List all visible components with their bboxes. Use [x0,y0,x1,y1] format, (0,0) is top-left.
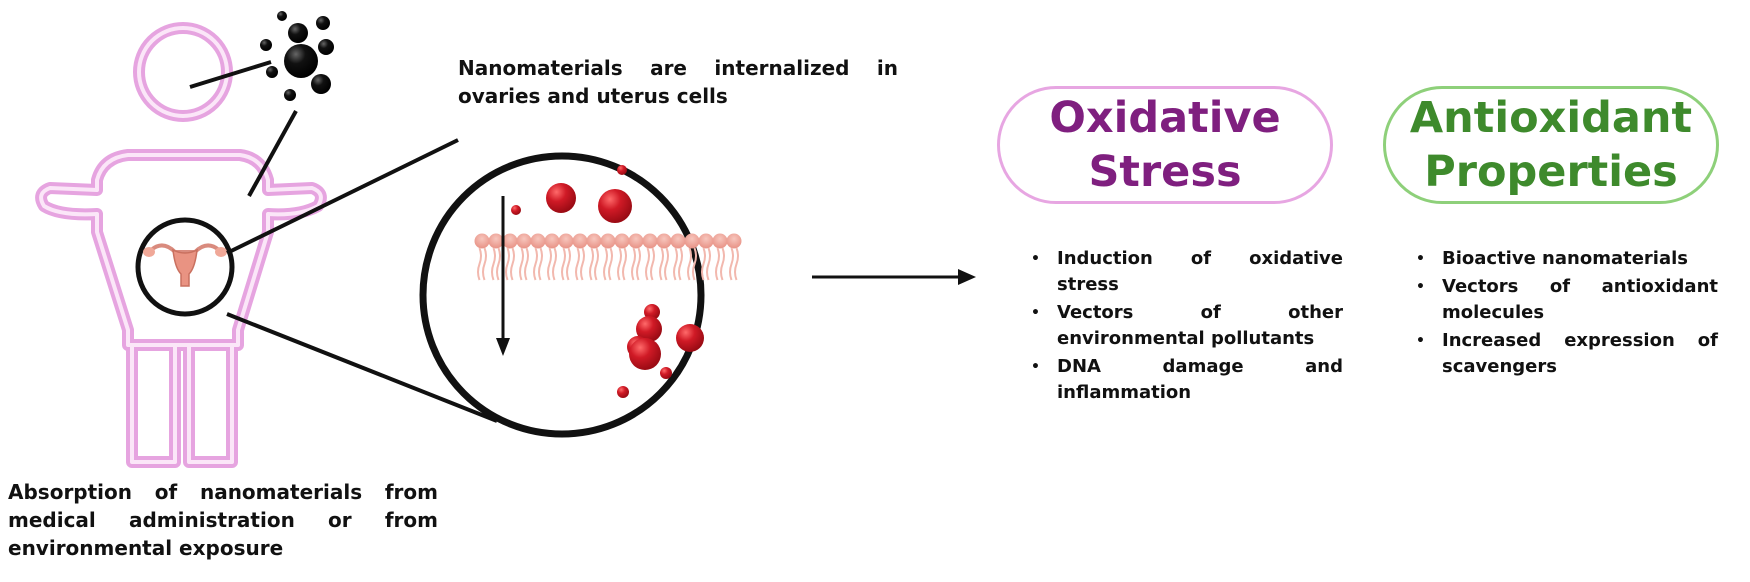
lipid-tail [580,247,585,281]
lipid-tail [706,247,711,281]
lipid-head [474,233,490,249]
lipid-head [614,233,630,249]
lipid-head [642,233,658,249]
lipid-tail [496,247,501,281]
lipid-head [628,233,644,249]
oxidative-stress-list: •Induction of oxidative stress •Vectors … [1015,246,1343,408]
right-arrow-icon [812,269,976,285]
antioxidant-properties-list: •Bioactive nanomaterials •Vectors of ant… [1400,246,1718,382]
absorption-caption: Absorption of nanomaterials from medical… [8,480,438,560]
list-item: •Increased expression of scavengers [1416,330,1718,377]
lipid-tail [659,247,664,281]
lipid-tail [617,247,622,281]
lipid-tail [701,247,706,281]
antioxidant-properties-title: Antioxidant Properties [1383,86,1719,204]
lipid-head [558,233,574,249]
lipid-tail [510,247,515,281]
bullet-icon: • [1416,279,1425,295]
lipid-head [670,233,686,249]
lipid-tail [715,247,720,281]
lipid-tail [603,247,608,281]
lipid-head [684,233,700,249]
bullet-icon: • [1416,333,1425,349]
woman-figure-icon [35,22,327,468]
lipid-tail [734,247,739,281]
lipid-tail [622,247,627,281]
list-item: •DNA damage and inflammation [1031,356,1343,403]
lipid-tail [589,247,594,281]
lipid-tail [482,247,487,281]
lipid-tail [566,247,571,281]
lipid-tail [505,247,510,281]
nanoparticle-cluster-icon [260,11,334,101]
lipid-tail [664,247,669,281]
lipid-tail [673,247,678,281]
lipid-head [712,233,728,249]
lipid-tail [519,247,524,281]
lipid-head [488,233,504,249]
lipid-tail [692,247,697,281]
bullet-icon: • [1031,251,1040,267]
lipid-tail [594,247,599,281]
lipid-tail [645,247,650,281]
cell-membrane-icon [474,233,742,281]
bullet-icon: • [1416,251,1425,267]
lipid-tail [552,247,557,281]
lipid-tail [631,247,636,281]
lipid-tail [547,247,552,281]
lipid-tail [491,247,496,281]
lipid-tail [561,247,566,281]
internalization-caption: Nanomaterials are internalized in ovarie… [458,56,898,108]
lipid-head [502,233,518,249]
lipid-tail [720,247,725,281]
bullet-icon: • [1031,305,1040,321]
lipid-tail [575,247,580,281]
lipid-head [586,233,602,249]
lipid-tail [608,247,613,281]
down-arrow-icon [496,196,510,356]
nanoparticle-droplets [511,165,704,398]
lipid-tail [538,247,543,281]
zoom-circle [419,152,705,438]
lipid-head [600,233,616,249]
lipid-head [572,233,588,249]
lipid-tail [650,247,655,281]
list-item: •Vectors of other environmental pollutan… [1031,302,1343,349]
connector-lines [189,60,498,423]
oxidative-stress-title: Oxidative Stress [997,86,1333,204]
lipid-head [544,233,560,249]
lipid-tail [636,247,641,281]
bullet-icon: • [1031,359,1040,375]
lipid-head [726,233,742,249]
list-item: •Induction of oxidative stress [1031,248,1343,295]
lipid-head [530,233,546,249]
lipid-tail [729,247,734,281]
uterus-icon [143,243,227,287]
lipid-tail [477,247,482,281]
lipid-tail [687,247,692,281]
lipid-tail [678,247,683,281]
lipid-head [698,233,714,249]
lipid-tail [524,247,529,281]
lipid-head [516,233,532,249]
list-item: •Vectors of antioxidant molecules [1416,276,1718,323]
lipid-tail [533,247,538,281]
list-item: •Bioactive nanomaterials [1400,246,1718,272]
lipid-head [656,233,672,249]
